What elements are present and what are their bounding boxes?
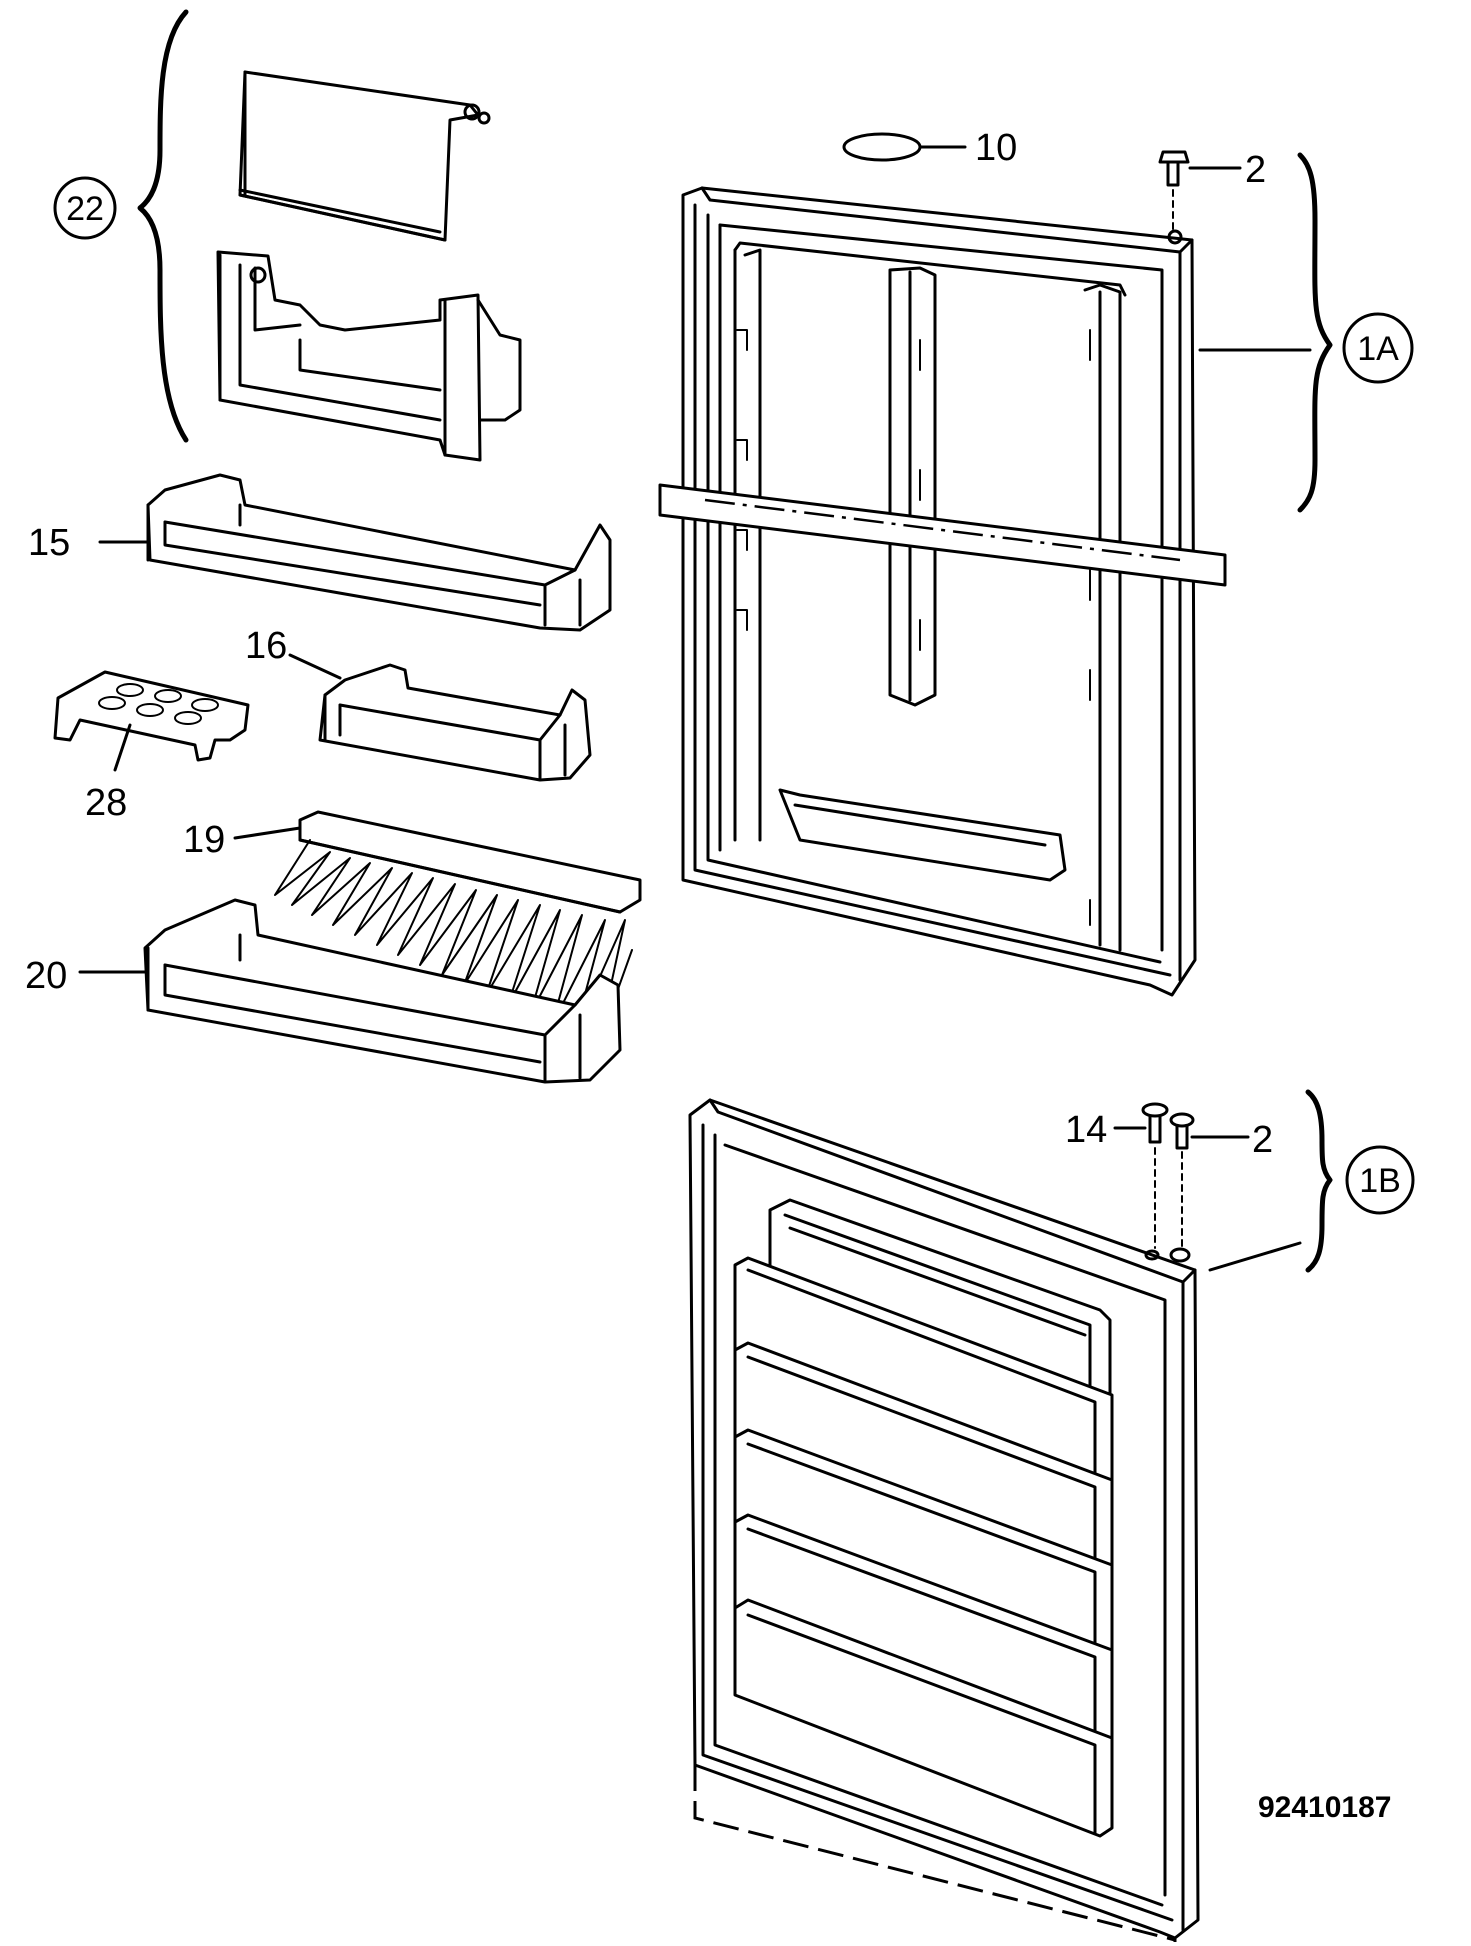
part-1A-brace	[1297, 152, 1333, 513]
label-2-bottom: 2	[1252, 1119, 1273, 1161]
label-22-circle	[53, 176, 117, 240]
label-1B: 1B	[1359, 1162, 1401, 1200]
part-1A-upper-door	[658, 186, 1227, 997]
part-14-pin	[1113, 1102, 1169, 1249]
part-2-screw-bottom	[1169, 1112, 1250, 1247]
part-28-egg-tray	[53, 670, 250, 772]
label-1A-circle	[1342, 312, 1414, 384]
part-1B-brace	[1305, 1089, 1333, 1273]
label-2-top: 2	[1245, 149, 1266, 191]
part-16-small-shelf	[288, 653, 592, 782]
part-2-screw-top	[1158, 150, 1242, 233]
label-20: 20	[25, 955, 67, 997]
label-16: 16	[245, 625, 287, 667]
label-14: 14	[1065, 1109, 1107, 1151]
label-28: 28	[85, 782, 127, 824]
label-19: 19	[183, 819, 225, 861]
part-1B-leader	[1208, 1241, 1302, 1272]
part-22-brace	[137, 9, 189, 443]
part-22-holder	[216, 250, 522, 462]
label-15: 15	[28, 522, 70, 564]
part-10-oval	[842, 132, 967, 162]
label-1B-circle	[1345, 1145, 1415, 1215]
drawing-number: 92410187	[1258, 1791, 1391, 1824]
label-1A: 1A	[1357, 330, 1399, 368]
part-1B-lower-door	[688, 1098, 1200, 1942]
label-10: 10	[975, 127, 1017, 169]
part-22-lid	[238, 70, 491, 242]
label-22: 22	[66, 190, 104, 228]
part-15-shelf	[98, 473, 612, 632]
part-19-wire-rack	[233, 810, 642, 1046]
part-20-large-shelf	[78, 898, 622, 1084]
